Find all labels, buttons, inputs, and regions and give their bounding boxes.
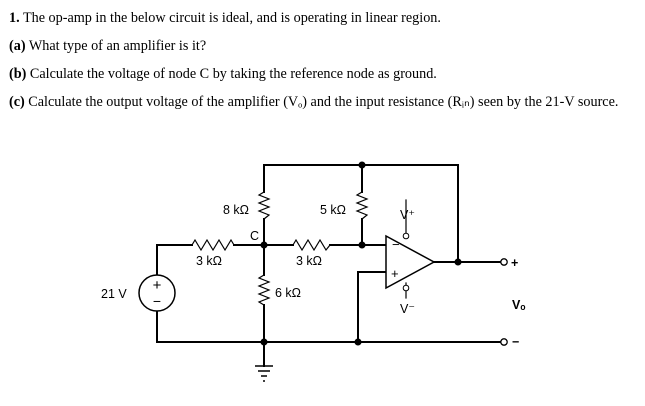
source-plus-sign: + — [153, 277, 162, 294]
label-8k: 8 kΩ — [223, 203, 249, 217]
part-b-text: Calculate the voltage of node C by takin… — [29, 66, 437, 82]
vminus-label: V⁻ — [400, 302, 415, 316]
part-c: (c) Calculate the output voltage of the … — [9, 94, 639, 110]
output-plus-label: + — [511, 256, 518, 270]
op-amp-noninverting-sign: + — [391, 266, 399, 281]
label-3k-left: 3 kΩ — [196, 254, 222, 268]
resistor-6k — [257, 274, 271, 306]
junction-dot-top — [358, 161, 366, 169]
resistor-8k — [257, 191, 271, 220]
junction-dot-inv — [358, 241, 366, 249]
node-c-label: C — [250, 229, 259, 243]
output-terminal-plus — [500, 258, 508, 266]
wires — [156, 164, 505, 367]
vplus-label: V⁺ — [400, 208, 415, 222]
op-amp-inverting-sign: − — [392, 237, 400, 252]
junction-dot-ground — [260, 338, 268, 346]
junction-dot-c — [260, 241, 268, 249]
label-5k: 5 kΩ — [320, 203, 346, 217]
output-terminal-minus — [500, 338, 508, 346]
junction-dot-bottom — [354, 338, 362, 346]
resistor-5k — [355, 191, 369, 220]
output-minus-label: − — [512, 335, 519, 349]
part-a-text: What type of an amplifier is it? — [28, 38, 207, 54]
part-b: (b) Calculate the voltage of node C by t… — [9, 66, 437, 82]
label-6k: 6 kΩ — [275, 286, 301, 300]
part-a-label: (a) — [9, 38, 26, 54]
problem-intro-text: The op-amp in the below circuit is ideal… — [22, 10, 441, 26]
source-label: 21 V — [101, 287, 127, 301]
ground-icon — [255, 365, 273, 382]
vplus-terminal — [402, 232, 410, 240]
output-voltage-label: Vₒ — [512, 298, 525, 312]
part-c-text: Calculate the output voltage of the ampl… — [28, 94, 619, 110]
part-c-label: (c) — [9, 94, 25, 110]
junction-dot-out — [454, 258, 462, 266]
voltage-source-21v: + − — [138, 274, 176, 312]
source-minus-sign: − — [153, 293, 161, 309]
op-amp: − + — [385, 234, 436, 290]
problem-number: 1. — [9, 10, 20, 26]
label-3k-mid: 3 kΩ — [296, 254, 322, 268]
resistor-3k-mid — [292, 238, 331, 252]
resistor-3k-left — [191, 238, 235, 252]
part-a: (a) What type of an amplifier is it? — [9, 38, 206, 54]
vminus-terminal — [402, 284, 410, 292]
part-b-label: (b) — [9, 66, 27, 82]
problem-intro: 1. The op-amp in the below circuit is id… — [9, 10, 441, 26]
